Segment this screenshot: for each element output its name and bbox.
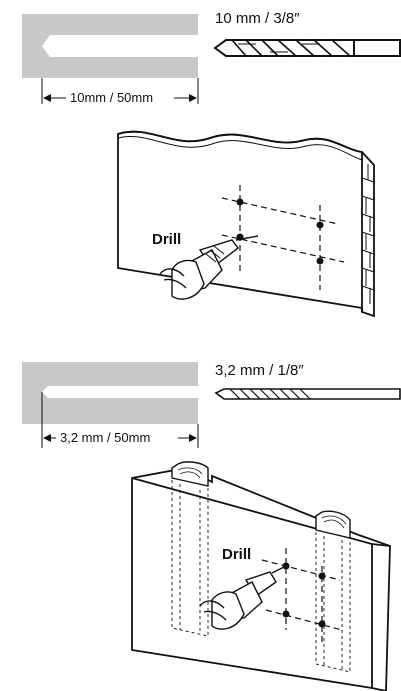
drill-label-2: Drill — [222, 546, 252, 563]
wall-block-1 — [117, 130, 375, 318]
bit-size-label-1: 10 mm / 3/8″ — [215, 10, 300, 27]
stud-outline-dashed — [171, 480, 351, 673]
drill-bit-10mm-icon — [213, 39, 401, 57]
drill-bit-3mm-icon — [214, 388, 401, 400]
wood-stud-left — [171, 461, 209, 487]
wood-stud-right — [315, 510, 351, 539]
bit-size-label-2: 3,2 mm / 1/8″ — [215, 362, 304, 379]
hole-cross-section-2 — [22, 362, 199, 448]
depth-label-1: 10mm / 50mm — [70, 90, 154, 105]
drill-points-2 — [282, 562, 326, 628]
power-drill-icon-2 — [199, 565, 287, 630]
depth-label-2: 3,2 mm / 50mm — [60, 430, 151, 445]
power-drill-icon-1 — [159, 235, 259, 300]
drill-label-1: Drill — [152, 231, 182, 248]
hole-cross-section-1 — [22, 14, 199, 104]
brick-edge-pattern — [361, 164, 375, 304]
